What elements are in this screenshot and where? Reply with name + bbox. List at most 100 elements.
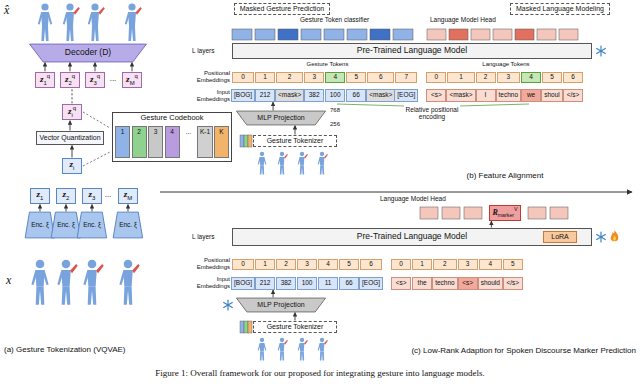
node-text: [EOG] [397,91,415,98]
annotation-label: Language Model Head [430,16,520,23]
node-label: Gesture Codebook [141,113,204,122]
node-text: [BOG] [234,279,252,286]
node-text: z1 [37,190,44,201]
output-token [528,207,546,219]
node-label: 2 [137,128,141,135]
encoder-block: Enc. ξ [113,212,143,238]
human-figure [57,260,77,305]
node-text: z1q [40,73,50,86]
node-label: 0 [241,260,245,267]
node-text: zMq [126,73,138,86]
node-label: Vector Quantization [39,134,100,141]
node-label: K-1 [200,128,210,135]
node-label: </s> [567,91,580,98]
connector-arrow [273,102,274,111]
block-outline [113,212,142,238]
node-text: [EOG] [362,279,380,286]
node-label: 4 [488,260,492,267]
output-token [449,29,468,40]
node-label: 1 [121,128,125,135]
node-label: 5 [354,73,358,80]
block-outline [77,212,106,238]
node-label: <s> [396,279,407,286]
panel-divider [160,192,632,193]
node-text: 3 [305,260,309,267]
node-label: Masked Language Modeling [516,5,604,12]
node-text: </s> [506,279,519,286]
node-label: 6 [369,260,373,267]
node-text: 0 [241,73,245,80]
projection-block: MLP Projection [236,111,326,125]
codebook-entry: K [214,126,229,158]
node-label: MLP Projection [257,301,304,308]
node-label: 2 [66,195,69,201]
position-embedding: 4 [318,259,338,270]
token-stack [240,321,244,333]
node-text: 6 [571,73,575,80]
node-label: Pre-Trained Language Model [357,231,467,241]
input-embedding: [BOG] [231,277,255,290]
node-label: Decoder (D) [65,47,111,57]
token-stack [240,135,244,147]
human-figure [278,338,288,361]
input-embedding: shoul [541,89,563,102]
tokenizer-box: Gesture Tokenizer [253,135,337,147]
quantized-latent: z1q [35,72,55,88]
node-text: techno [435,279,455,286]
output-token [255,29,275,40]
node-text: 11 [325,279,332,286]
connector-arrow [65,205,66,212]
node-label: 100 [330,91,341,98]
node-text: z3q [90,73,100,86]
input-embedding: 100 [325,89,345,102]
node-text: <mask> [369,91,392,98]
node-label: 66 [345,279,352,286]
node-label: i [71,112,72,118]
block-outline [30,44,147,62]
annotation-label: Language Model Head [380,195,480,202]
input-embedding: the [412,277,432,290]
node-label: Masked Gesture Prediction [240,5,324,12]
annotation-label: Gesture Token classifier [300,16,400,23]
output-token [324,29,344,40]
output-token [301,29,321,40]
human-figure [318,338,328,361]
node-label: 2 [284,260,288,267]
node-label: M [130,80,135,86]
input-embedding: <s> [391,277,411,290]
node-label: 100 [302,279,313,286]
node-text: RmarkerV [492,207,517,219]
input-embedding: 11 [318,277,338,290]
node-text: 382 [309,91,320,98]
human-figure [278,152,288,175]
position-embedding: 2 [476,72,496,83]
input-embedding: <s> [458,277,478,290]
node-label: 3 [93,80,96,86]
codebook-entry: K-1 [197,126,213,158]
codebook-entry: 2 [132,126,147,158]
node-text: 2 [137,128,141,135]
output-token [537,29,556,40]
node-text: 100 [330,91,341,98]
output-token [464,207,482,219]
marker-output: RmarkerV [489,205,520,220]
input-embedding: 382 [304,89,324,102]
node-label: <s> [431,91,442,98]
node-label: [BOG] [234,279,252,286]
annotation-label: Input Embeddings [182,276,230,289]
node-label: shoul [544,91,560,98]
node-text: 6 [379,73,383,80]
node-label: 3 [466,260,470,267]
position-embedding: 4 [521,72,541,83]
output-token [550,207,568,219]
node-text: 4 [170,128,174,135]
node-text: <s> [396,279,407,286]
position-embedding: 3 [458,259,478,270]
human-figure [31,260,48,305]
node-label: 0 [241,73,245,80]
node-text: <mask> [278,91,301,98]
input-embedding: we [521,89,541,102]
node-label: techno [435,279,455,286]
quantized-latent: ziq [62,104,82,120]
position-embedding: 7 [395,72,417,83]
